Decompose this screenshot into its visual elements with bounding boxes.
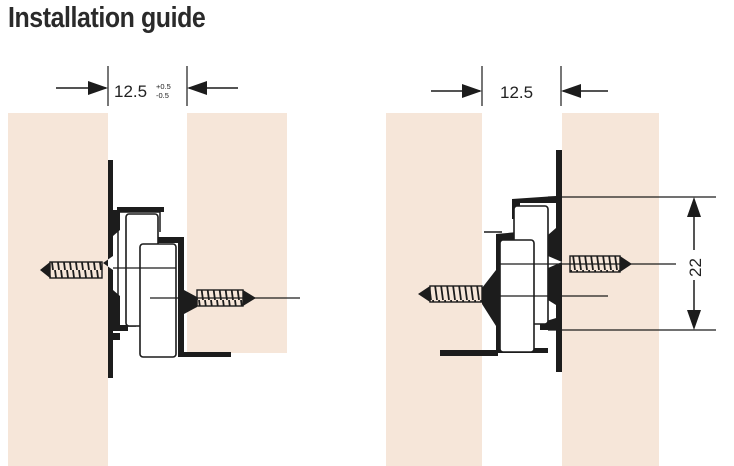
- page-title: Installation guide: [8, 2, 206, 34]
- right-drawer-panel: [562, 113, 659, 466]
- left-cabinet-screw: [40, 261, 176, 279]
- left-gap-value: 12.5: [114, 82, 147, 101]
- left-diagram: 12.5 +0.5 -0.5: [8, 66, 300, 466]
- right-diagram: 12.5 22: [386, 66, 716, 466]
- left-drawer-panel: [187, 113, 287, 353]
- right-gap-dimension: 12.5: [431, 66, 608, 106]
- left-drawer-rail: [133, 237, 231, 357]
- left-gap-tol-minus: -0.5: [156, 91, 169, 100]
- right-height-value: 22: [686, 258, 705, 277]
- left-gap-dimension: 12.5 +0.5 -0.5: [56, 66, 238, 106]
- right-cabinet-rail: [482, 230, 548, 353]
- left-drawer-screw: [150, 289, 300, 314]
- right-drawer-rail: [512, 150, 562, 372]
- right-cabinet-screw: [418, 285, 608, 303]
- right-height-dimension: 22: [548, 196, 716, 331]
- left-cabinet-panel: [8, 113, 108, 466]
- right-gap-value: 12.5: [500, 83, 533, 102]
- right-drawer-screw: [500, 255, 676, 273]
- left-gap-tol-plus: +0.5: [156, 82, 171, 91]
- left-bearing-lower: [139, 243, 177, 358]
